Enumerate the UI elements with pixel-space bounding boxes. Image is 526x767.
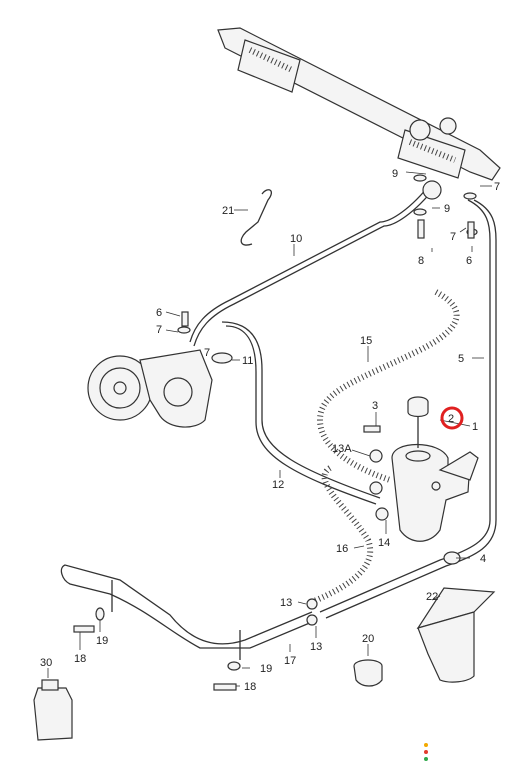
label-17[interactable]: 17 — [284, 655, 296, 667]
label-20[interactable]: 20 — [362, 633, 374, 645]
label-7a[interactable]: 7 — [494, 181, 500, 193]
label-13b[interactable]: 13 — [310, 641, 322, 653]
label-9b[interactable]: 9 — [444, 203, 450, 215]
part-labels: 9 7 9 7 8 6 21 10 6 7 7 11 15 5 3 2 1 13… — [40, 168, 500, 693]
label-19a[interactable]: 19 — [96, 635, 108, 647]
insulator-22 — [416, 587, 496, 683]
label-7d[interactable]: 7 — [204, 347, 210, 359]
label-5[interactable]: 5 — [458, 353, 464, 365]
label-18b[interactable]: 18 — [244, 681, 256, 693]
dipstick-cap-2 — [407, 396, 429, 448]
label-3[interactable]: 3 — [372, 400, 378, 412]
label-19b[interactable]: 19 — [260, 663, 272, 675]
indicator-dot-red — [424, 750, 428, 754]
label-30[interactable]: 30 — [40, 657, 52, 669]
label-14[interactable]: 14 — [378, 537, 390, 549]
cooler-line-17 — [60, 564, 313, 660]
hose-clamp-20 — [353, 659, 383, 687]
label-13a[interactable]: 13 — [280, 597, 292, 609]
label-21[interactable]: 21 — [222, 205, 234, 217]
fluid-bottle-30 — [33, 679, 73, 741]
label-22[interactable]: 22 — [426, 591, 438, 603]
label-7b[interactable]: 7 — [450, 231, 456, 243]
steering-rack — [217, 27, 501, 181]
label-9a[interactable]: 9 — [392, 168, 398, 180]
label-11[interactable]: 11 — [242, 355, 253, 367]
reservoir-1 — [391, 443, 479, 542]
small-fasteners — [73, 174, 478, 691]
indicator-dot-green — [424, 757, 428, 761]
steering-pump — [87, 349, 213, 428]
label-12[interactable]: 12 — [272, 479, 284, 491]
label-16[interactable]: 16 — [336, 543, 348, 555]
label-10[interactable]: 10 — [290, 233, 302, 245]
label-2[interactable]: 2 — [448, 413, 454, 425]
hose-12 — [221, 321, 381, 505]
label-15[interactable]: 15 — [360, 335, 372, 347]
label-18a[interactable]: 18 — [74, 653, 86, 665]
hose-16 — [310, 465, 374, 605]
clip-21 — [240, 189, 272, 246]
highlight-circle — [440, 406, 464, 430]
label-8[interactable]: 8 — [418, 255, 424, 267]
label-13A[interactable]: 13A — [332, 443, 352, 455]
pressure-line-10 — [189, 181, 437, 347]
label-7c[interactable]: 7 — [156, 324, 162, 336]
label-1[interactable]: 1 — [472, 421, 478, 433]
label-6a[interactable]: 6 — [466, 255, 472, 267]
label-4[interactable]: 4 — [480, 553, 486, 565]
label-6b[interactable]: 6 — [156, 307, 162, 319]
indicator-dot-yellow — [424, 743, 428, 747]
leader-lines — [47, 171, 492, 687]
indicator-dots — [424, 743, 428, 761]
